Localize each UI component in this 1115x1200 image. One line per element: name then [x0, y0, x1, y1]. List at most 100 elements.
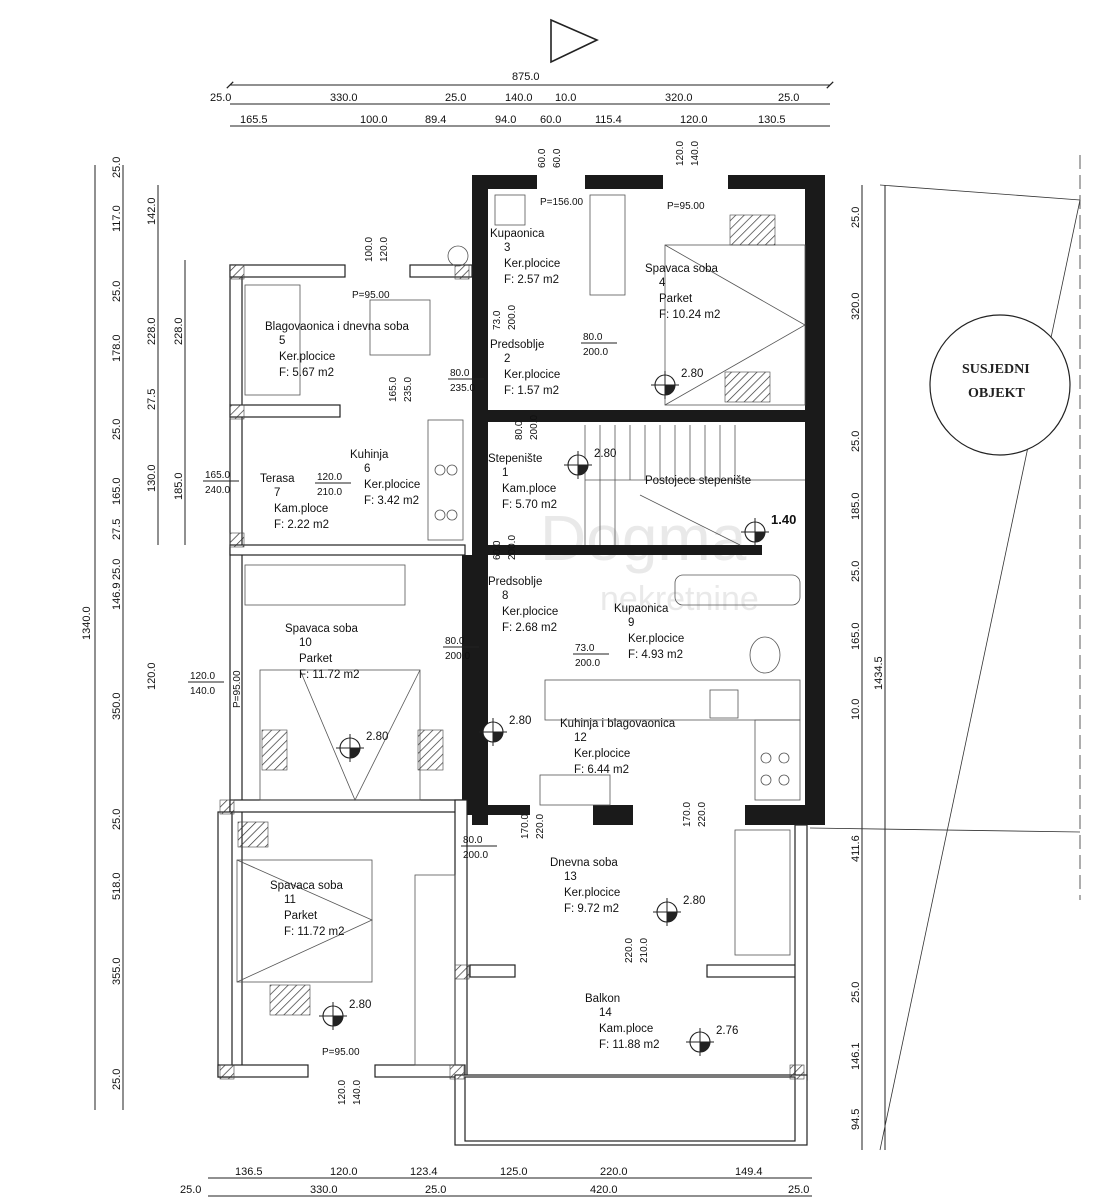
room-area: F: 5.70 m2 [502, 499, 557, 511]
dim-right-col1: 10.0 [850, 699, 862, 720]
parapet-height: P=95.00 [232, 670, 243, 708]
dim-left-col3: 228.0 [173, 317, 185, 345]
dim-right-col1: 146.1 [850, 1042, 862, 1070]
room-name: Postojece stepenište [645, 475, 751, 487]
dim-left-col2: 130.0 [146, 464, 158, 492]
dim-bottom-row2: 25.0 [788, 1184, 809, 1196]
furniture [236, 194, 806, 1066]
height-value: 2.80 [366, 731, 388, 743]
parapet-height: P=95.00 [322, 1047, 360, 1058]
height-marker-icon [336, 734, 364, 762]
opening-width: 165.0 [388, 377, 399, 402]
room-floor: Kam.ploce [274, 503, 328, 515]
opening-width: 73.0 [575, 643, 595, 654]
dim-right-col1: 165.0 [850, 622, 862, 650]
dim-bottom-row1: 220.0 [600, 1166, 628, 1178]
height-markers: 2.802.801.402.802.802.802.802.76 [319, 368, 796, 1056]
room-floor: Kam.ploce [599, 1023, 653, 1035]
dim-left-col1: 146.9 [111, 582, 123, 610]
opening-height: 220.0 [535, 814, 546, 839]
opening-width: 80.0 [583, 332, 603, 343]
opening-height: 240.0 [205, 485, 230, 496]
dim-right-col1: 25.0 [850, 982, 862, 1003]
neighbor-object: SUSJEDNI OBJEKT [809, 155, 1081, 1151]
room-number: 3 [504, 242, 510, 254]
dim-top-row2: 165.5 [240, 114, 268, 126]
room-floor: Ker.plocice [564, 887, 620, 899]
height-marker-icon [651, 371, 679, 399]
room-name: Terasa [260, 473, 295, 485]
room-floor: Kam.ploce [502, 483, 556, 495]
opening-height: 235.0 [450, 383, 475, 394]
opening-width: 220.0 [624, 938, 635, 963]
opening-width: 120.0 [190, 671, 215, 682]
opening-width: 60.0 [537, 148, 548, 168]
room-name: Balkon [585, 993, 620, 1005]
dim-top-row1: 25.0 [778, 92, 799, 104]
room-area: F: 9.72 m2 [564, 903, 619, 915]
opening-height: 200.0 [507, 535, 518, 560]
room-area: F: 11.88 m2 [599, 1039, 660, 1051]
height-value: 2.80 [349, 999, 371, 1011]
dim-left-col1: 25.0 [111, 281, 123, 302]
room-number: 5 [279, 335, 285, 347]
walls [217, 175, 825, 1146]
dim-bottom-row1: 125.0 [500, 1166, 528, 1178]
dim-bottom-row2: 420.0 [590, 1184, 618, 1196]
opening-width: 170.0 [520, 814, 531, 839]
height-marker-icon [686, 1028, 714, 1056]
dim-top-row1: 330.0 [330, 92, 358, 104]
dim-right-col1: 25.0 [850, 561, 862, 582]
dim-right-col1: 94.5 [850, 1109, 862, 1130]
room-floor: Parket [284, 910, 318, 922]
room-number: 10 [299, 637, 312, 649]
opening-width: 120.0 [337, 1080, 348, 1105]
height-value: 2.76 [716, 1025, 738, 1037]
dim-left-col2: 142.0 [146, 197, 158, 225]
room-area: F: 1.57 m2 [504, 385, 559, 397]
opening-width: 60.0 [492, 540, 503, 560]
dim-bottom-row2: 330.0 [310, 1184, 338, 1196]
height-value: 2.80 [509, 715, 531, 727]
parapet-height: P=156.00 [540, 197, 584, 208]
dim-left-col2: 27.5 [146, 389, 158, 410]
height-marker-icon [653, 898, 681, 926]
opening-height: 235.0 [403, 377, 414, 402]
right-dimension-chains: 25.0320.025.0185.025.0165.010.0411.625.0… [850, 185, 886, 1150]
dim-right-col1: 185.0 [850, 492, 862, 520]
opening-height: 200.0 [529, 415, 540, 440]
opening-width: 100.0 [364, 237, 375, 262]
parapet-height: P=95.00 [667, 201, 705, 212]
opening-height: 200.0 [575, 658, 600, 669]
room-area: F: 11.72 m2 [299, 669, 360, 681]
dim-left-col1: 25.0 [111, 419, 123, 440]
dim-bottom-row1: 120.0 [330, 1166, 358, 1178]
room-number: 2 [504, 353, 510, 365]
dim-top-row2: 130.5 [758, 114, 786, 126]
watermark-line1: Dogma [540, 502, 747, 574]
height-marker-icon [741, 518, 769, 546]
room-area: F: 2.22 m2 [274, 519, 329, 531]
room-number: 11 [284, 894, 296, 906]
dim-left-col2: 120.0 [146, 662, 158, 690]
height-marker-icon [564, 451, 592, 479]
dim-top-row2: 60.0 [540, 114, 561, 126]
opening-height: 210.0 [317, 487, 342, 498]
opening-height: 200.0 [583, 347, 608, 358]
opening-width: 80.0 [514, 420, 525, 440]
dim-bottom-row2: 25.0 [180, 1184, 201, 1196]
neighbor-label-2: OBJEKT [968, 386, 1025, 401]
dim-top-row1: 25.0 [210, 92, 231, 104]
dim-left-col3: 185.0 [173, 472, 185, 500]
room-number: 7 [274, 487, 280, 499]
opening-height: 200.0 [445, 651, 470, 662]
dim-left-col1: 25.0 [111, 157, 123, 178]
room-floor: Parket [299, 653, 333, 665]
dim-right-col1: 25.0 [850, 207, 862, 228]
dim-top-row2: 100.0 [360, 114, 388, 126]
dim-top-row1: 320.0 [665, 92, 693, 104]
room-name: Stepenište [488, 453, 542, 465]
height-value: 1.40 [771, 512, 796, 527]
room-number: 6 [364, 463, 370, 475]
